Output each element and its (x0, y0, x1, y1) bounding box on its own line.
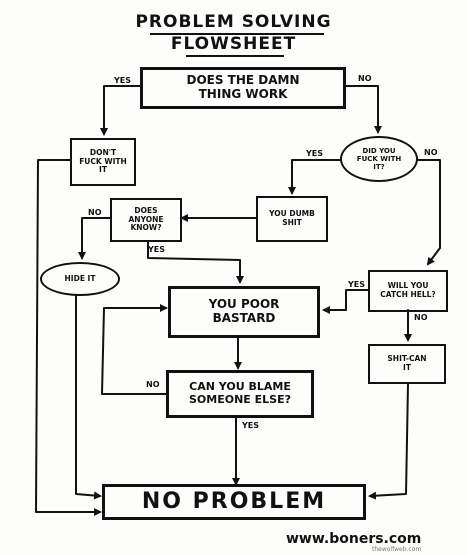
edge-hide-to-noproblem (75, 295, 102, 500)
edge-dontfuck-to-noproblem (35, 159, 102, 516)
edge-anyone-no (78, 217, 111, 260)
edge-anyone-yes (147, 241, 244, 284)
node-can-you-blame: CAN YOU BLAME SOMEONE ELSE? (166, 370, 314, 418)
edge-blame-no (101, 304, 168, 395)
label-anyone-yes: YES (148, 245, 166, 254)
title-underline-1 (150, 33, 324, 35)
edge-fuck-yes (288, 159, 341, 195)
label-blame-yes: YES (242, 421, 260, 430)
edge-work-yes (100, 85, 141, 136)
footer-watermark: thewolfweb.com (372, 546, 422, 553)
label-work-yes: YES (114, 76, 132, 85)
node-did-you-fuck: DID YOU FUCK WITH IT? (340, 136, 418, 182)
diagram-title-line1: PROBLEM SOLVING (135, 12, 332, 32)
label-fuck-no: NO (424, 148, 438, 157)
node-you-dumb-shit: YOU DUMB SHIT (256, 196, 328, 242)
label-blame-no: NO (146, 380, 160, 389)
node-dont-fuck: DON'T FUCK WITH IT (70, 138, 136, 186)
label-work-no: NO (358, 74, 372, 83)
node-does-anyone-know: DOES ANYONE KNOW? (110, 198, 182, 242)
node-shit-can-it: SHIT-CAN IT (368, 344, 446, 384)
edge-work-no (345, 85, 382, 134)
edge-fuck-no (417, 159, 441, 266)
title-underline-2 (186, 55, 284, 57)
label-fuck-yes: YES (306, 149, 324, 158)
node-hide-it: HIDE IT (40, 262, 120, 296)
node-does-it-work: DOES THE DAMN THING WORK (140, 67, 346, 109)
label-hell-yes: YES (348, 280, 366, 289)
node-no-problem: NO PROBLEM (102, 484, 366, 520)
diagram-title-line2: FLOWSHEET (170, 34, 297, 54)
footer-url: www.boners.com (286, 531, 422, 547)
label-anyone-no: NO (88, 208, 102, 217)
label-hell-no: NO (414, 313, 428, 322)
node-will-you-catch-hell: WILL YOU CATCH HELL? (368, 270, 448, 312)
edge-shitcan-to-noproblem (368, 383, 409, 500)
edge-hell-yes (322, 289, 369, 314)
node-you-poor-bastard: YOU POOR BASTARD (168, 286, 320, 338)
